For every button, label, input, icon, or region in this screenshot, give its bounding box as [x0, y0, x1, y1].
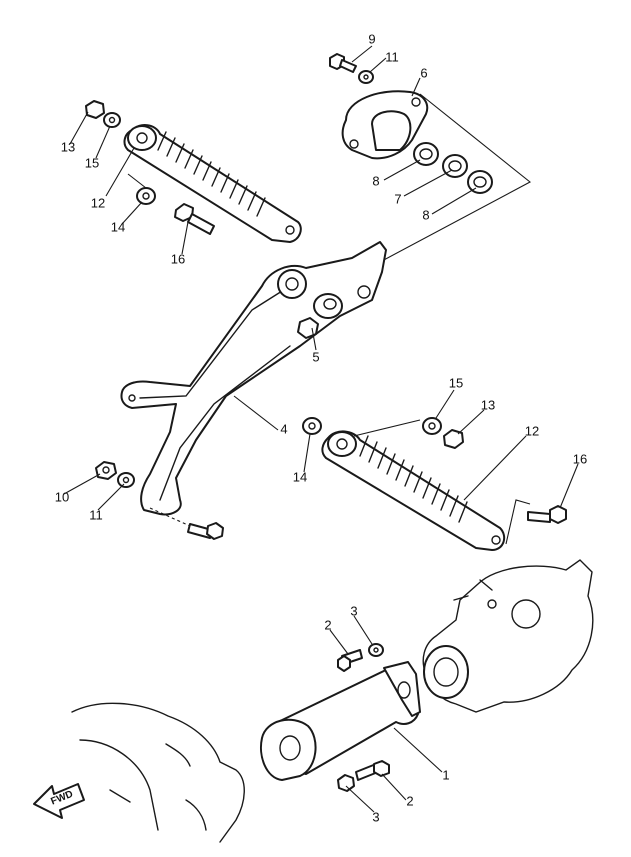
callout-15-lower: 15 — [449, 375, 463, 390]
leader-lines — [63, 45, 579, 813]
assembly-line-lower — [353, 419, 531, 545]
callout-6: 6 — [420, 65, 427, 80]
callout-11-upper: 11 — [385, 49, 399, 64]
washer-15-lower — [422, 417, 442, 435]
washer-11-upper — [358, 70, 374, 84]
assembly-line-upper — [379, 93, 531, 263]
bolt-9 — [329, 53, 357, 73]
support-tube-1 — [260, 661, 421, 781]
frame-outline-lower — [71, 702, 245, 843]
callout-3-lower: 3 — [372, 809, 379, 824]
callout-10: 10 — [55, 489, 69, 504]
callout-2-lower: 2 — [406, 793, 413, 808]
callout-8-right: 8 — [422, 207, 429, 222]
callout-9: 9 — [368, 31, 375, 46]
callout-14-lower: 14 — [293, 469, 307, 484]
bolt-16-upper — [174, 203, 215, 235]
mounting-bolt-swing-arm — [149, 507, 224, 540]
callout-13-upper: 13 — [61, 139, 75, 154]
callout-16-upper: 16 — [171, 251, 185, 266]
callout-2-upper: 2 — [324, 617, 331, 632]
callout-12-lower: 12 — [525, 423, 539, 438]
fwd-direction-arrow: FWD — [33, 783, 85, 819]
shock-absorber-lower — [321, 430, 506, 551]
callout-11-lower: 11 — [89, 507, 103, 522]
callout-15-upper: 15 — [85, 155, 99, 170]
collar-5 — [297, 293, 343, 339]
callout-3-upper: 3 — [350, 603, 357, 618]
callout-labels: 9 11 6 8 7 8 13 15 12 14 16 5 4 10 11 14… — [55, 31, 587, 824]
bearing-7 — [442, 154, 468, 178]
swing-arm-frame-4 — [120, 241, 387, 516]
callout-4: 4 — [280, 421, 287, 436]
callout-16-lower: 16 — [573, 451, 587, 466]
bearing-8-left — [413, 142, 439, 166]
callout-7: 7 — [394, 191, 401, 206]
washer-3-lower — [337, 774, 355, 792]
shock-absorber-upper — [123, 124, 302, 243]
washer-15-upper — [103, 112, 121, 128]
bolt-2-lower — [355, 760, 390, 781]
bolt-2-upper — [337, 649, 363, 672]
cap-nut-13-upper — [85, 100, 105, 119]
callout-12-upper: 12 — [91, 195, 105, 210]
engine-case — [422, 559, 594, 713]
callout-5: 5 — [312, 349, 319, 364]
washer-11-lower — [117, 472, 135, 488]
washer-14-upper — [136, 187, 156, 205]
bearing-8-right — [467, 170, 493, 194]
nut-10 — [95, 461, 117, 480]
washer-14-lower — [302, 417, 322, 435]
bolt-16-lower — [527, 505, 567, 524]
callout-1: 1 — [442, 767, 449, 782]
cap-nut-13-lower — [443, 429, 464, 449]
callout-13-lower: 13 — [481, 397, 495, 412]
callout-14-upper: 14 — [111, 219, 125, 234]
washer-3-upper — [368, 643, 384, 657]
bracket-6 — [341, 90, 429, 160]
callout-8-left: 8 — [372, 173, 379, 188]
